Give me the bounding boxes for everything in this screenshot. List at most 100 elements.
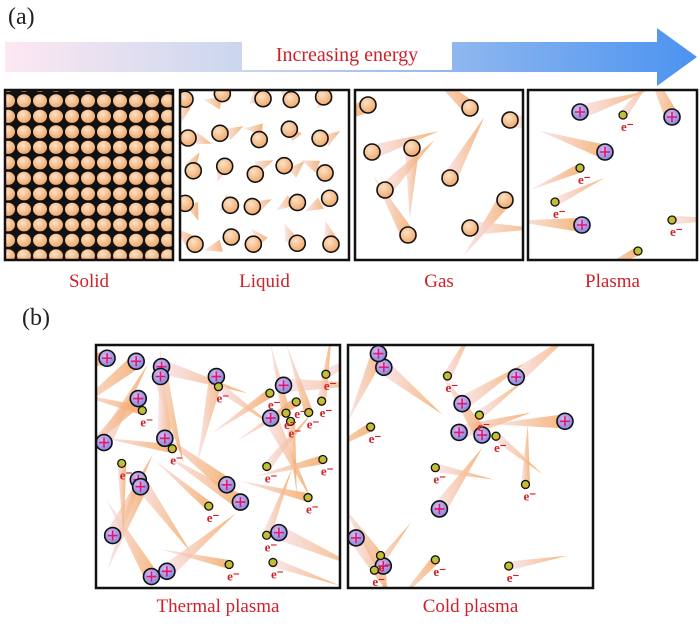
electron-icon [265,388,275,398]
arrow-label: Increasing energy [242,40,452,70]
plus-icon [577,220,587,230]
motion-trail [215,383,277,429]
electron-label: e⁻ [369,431,382,446]
motion-trail [528,217,583,233]
motion-trail [619,90,645,118]
particle [320,189,339,208]
particle [215,157,234,176]
electron-label: e⁻ [294,406,307,421]
electron-icon [491,431,501,441]
panel-background [5,90,173,260]
particle [403,139,421,157]
particle [180,194,194,213]
motion-trail [263,411,314,470]
label-cold-plasma: Cold plasma [422,596,519,617]
electron-icon [520,479,531,490]
electron-icon [137,405,147,416]
electron-icon [667,215,677,225]
electron-icon [550,197,560,207]
motion-trail [324,221,337,241]
panel-border [3,88,175,262]
plus-icon [107,530,118,541]
particle [399,226,417,244]
plus-icon [273,527,284,538]
panel-plasma: e⁻e⁻e⁻e⁻ [526,88,699,262]
electron-label: e⁻ [271,566,284,581]
electron-label: e⁻ [227,569,240,584]
particle [180,129,197,147]
electron-label: e⁻ [289,425,302,440]
motion-trail [275,526,340,562]
electron-label: e⁻ [170,453,183,468]
motion-trail [577,90,647,119]
plus-icon [667,112,677,122]
plus-icon [161,566,172,577]
label-liquid: Liquid [239,271,290,292]
motion-trail [164,454,245,509]
electron-icon [224,559,234,570]
plus-icon [131,356,142,367]
electron-icon [430,463,440,473]
panel-solid [3,88,175,262]
motion-trail [407,556,439,588]
particle [363,143,381,161]
electron-icon [261,530,272,540]
plus-icon [155,371,166,382]
motion-trail [117,463,127,536]
electron-icon [281,408,291,418]
plus-icon [559,416,570,427]
electron-label: e⁻ [307,417,320,432]
motion-trail [203,239,223,252]
particle [222,228,241,246]
electron-label: e⁻ [670,224,683,239]
particle [244,235,263,253]
motion-trail [158,548,231,569]
electron-label: e⁻ [578,172,591,187]
particle [441,169,459,187]
motion-trail [251,228,268,247]
particle [461,219,479,237]
plus-icon [600,147,610,157]
plus-icon [159,433,170,444]
electron-label: e⁻ [433,472,446,487]
particle [461,99,479,117]
motion-trail [159,359,248,394]
electron-icon [366,422,376,432]
panel-a-letter: (a) [8,4,35,30]
particle [288,234,307,253]
electron-label: e⁻ [284,417,297,432]
motion-trail [434,463,495,480]
motion-trail [106,498,158,581]
panel-border [94,343,342,590]
plus-icon [265,413,276,424]
electron-icon [618,110,628,120]
plus-icon [221,479,232,490]
plus-icon [351,532,362,543]
panel-liquid [178,88,351,262]
electron-label: e⁻ [523,488,536,503]
particle [250,130,269,149]
motion-trail [210,389,273,435]
label-gas: Gas [424,271,454,292]
particle [184,161,203,180]
motion-trail [264,414,311,499]
electron-icon [633,246,643,256]
plus-icon [373,348,384,359]
plus-icon [135,481,146,492]
motion-trail [493,432,543,475]
particle [288,193,307,212]
electron-label: e⁻ [320,405,333,420]
electron-icon [369,565,380,575]
panel-gas [353,88,525,262]
motion-trail [153,374,184,464]
electron-label: e⁻ [553,206,566,221]
motion-trail [379,361,443,415]
electron-label: e⁻ [445,380,458,395]
motion-trail [162,513,236,577]
electron-label: e⁻ [120,467,133,482]
particle [311,129,329,148]
motion-trail [443,116,485,182]
plus-icon [378,362,389,373]
motion-trail [538,130,608,159]
particle [186,235,204,254]
